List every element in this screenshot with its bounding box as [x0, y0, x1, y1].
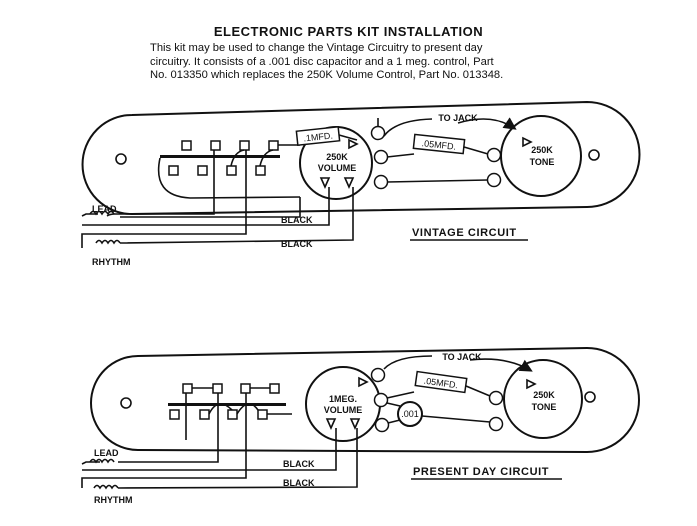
present-volume-lug — [374, 417, 390, 433]
vintage-tone-capacitor — [412, 133, 466, 155]
present-tone-pot — [503, 359, 583, 439]
present-switch-bar — [168, 403, 286, 406]
vintage-volume-value: 250K — [326, 152, 348, 162]
present-disc-capacitor — [397, 401, 423, 427]
present-volume-pot — [305, 366, 381, 442]
switch-lug — [212, 383, 223, 394]
switch-lug — [199, 409, 210, 420]
present-tone-capacitor-label: .05MFD. — [423, 376, 459, 391]
switch-lug — [255, 165, 266, 176]
vintage-switch-loop — [157, 157, 301, 199]
vintage-bypass-capacitor-label: .1MFD. — [303, 130, 333, 143]
present-lead-label: LEAD — [94, 448, 119, 458]
switch-lug — [210, 140, 221, 151]
switch-lug — [181, 140, 192, 151]
intro-line: No. 013350 which replaces the 250K Volum… — [150, 69, 504, 82]
vintage-tone-label: TONE — [530, 157, 555, 167]
vintage-circuit-caption: VINTAGE CIRCUIT — [412, 227, 517, 239]
vintage-to-jack-label: TO JACK — [438, 113, 478, 123]
present-black-label-1: BLACK — [283, 459, 315, 469]
vintage-black-label-1: BLACK — [281, 215, 313, 225]
present-rhythm-label: RHYTHM — [94, 495, 133, 505]
present-disc-capacitor-label: .001 — [401, 409, 419, 419]
vintage-tone-lug — [486, 147, 502, 163]
switch-lug — [169, 409, 180, 420]
switch-lug — [227, 409, 238, 420]
intro-paragraph: This kit may be used to change the Vinta… — [150, 42, 570, 83]
switch-lug — [240, 383, 251, 394]
intro-line: This kit may be used to change the Vinta… — [150, 42, 483, 54]
vintage-tone-value: 250K — [531, 145, 553, 155]
present-to-jack-label: TO JACK — [442, 352, 482, 362]
present-control-plate — [90, 346, 640, 454]
vintage-control-plate — [81, 100, 641, 216]
present-tone-label: TONE — [532, 402, 557, 412]
vintage-volume-lug — [370, 125, 386, 141]
vintage-tone-lug — [486, 172, 502, 188]
present-tone-lug — [488, 416, 504, 432]
vintage-mount-hole-left — [115, 153, 127, 165]
vintage-volume-lug — [373, 149, 389, 165]
vintage-black-label-2: BLACK — [281, 239, 313, 249]
present-day-circuit: 1MEG. VOLUME .001 TO JACK .05MFD. 250K T… — [81, 346, 640, 505]
vintage-tone-capacitor-label: .05MFD. — [421, 138, 456, 152]
vintage-mount-hole-right — [588, 149, 600, 161]
present-volume-lug — [370, 367, 386, 383]
present-volume-lug — [373, 392, 389, 408]
switch-lug — [182, 383, 193, 394]
present-tone-value: 250K — [533, 390, 555, 400]
switch-lug — [239, 140, 250, 151]
present-tone-capacitor — [414, 370, 468, 394]
vintage-circuit: 250K VOLUME .1MFD. TO JACK .05MFD. 250K … — [81, 100, 641, 267]
vintage-volume-label: VOLUME — [318, 163, 357, 173]
switch-lug — [268, 140, 279, 151]
present-mount-hole-right — [584, 391, 596, 403]
vintage-rhythm-label: RHYTHM — [92, 257, 131, 267]
switch-lug — [269, 383, 280, 394]
switch-lug — [197, 165, 208, 176]
present-circuit-caption: PRESENT DAY CIRCUIT — [413, 466, 549, 478]
vintage-tone-pot — [500, 115, 582, 197]
present-volume-value: 1MEG. — [329, 394, 357, 404]
switch-lug — [257, 409, 268, 420]
vintage-lead-label: LEAD — [92, 204, 117, 214]
vintage-switch-bar — [160, 155, 280, 158]
present-black-label-2: BLACK — [283, 478, 315, 488]
vintage-volume-lug — [373, 174, 389, 190]
switch-lug — [226, 165, 237, 176]
present-tone-lug — [488, 390, 504, 406]
present-volume-label: VOLUME — [324, 405, 363, 415]
switch-lug — [168, 165, 179, 176]
vintage-bypass-capacitor — [295, 126, 341, 146]
intro-line: circuitry. It consists of a .001 disc ca… — [150, 55, 494, 68]
page-title: ELECTRONIC PARTS KIT INSTALLATION — [213, 24, 484, 39]
present-mount-hole-left — [120, 397, 132, 409]
